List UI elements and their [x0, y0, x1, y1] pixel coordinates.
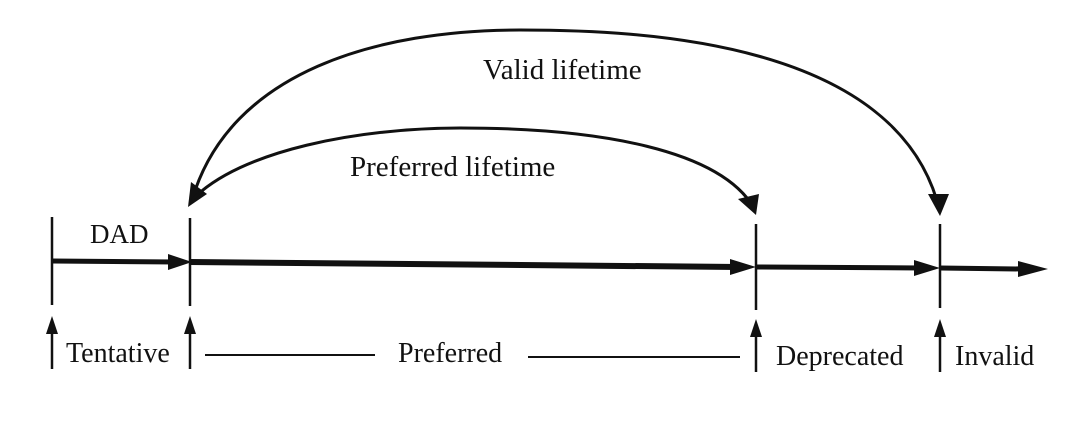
timeline-segment-preferred — [189, 259, 739, 270]
state-label-deprecated: Deprecated — [776, 341, 903, 372]
preferred-lifetime-arrowhead-right — [738, 194, 759, 215]
state-arrow-deprecated — [750, 319, 762, 372]
timeline-arrowhead-end — [1018, 261, 1048, 277]
state-arrow-preferred — [184, 316, 196, 369]
preferred-lifetime-arc — [190, 126, 756, 209]
timeline-segment-deprecated — [755, 264, 923, 271]
preferred-lifetime-label: Preferred lifetime — [350, 151, 555, 183]
state-arrow-tentative — [46, 316, 58, 369]
state-arrow-invalid — [934, 319, 946, 372]
state-label-preferred: Preferred — [398, 338, 502, 369]
timeline-segment-invalid — [939, 265, 1023, 272]
valid-lifetime-arrowhead-right — [928, 194, 949, 216]
dad-label: DAD — [90, 219, 149, 249]
timeline-arrowhead-dad — [168, 254, 192, 270]
timeline-segment-dad — [51, 258, 177, 265]
state-label-tentative: Tentative — [66, 338, 170, 369]
valid-lifetime-label: Valid lifetime — [483, 54, 642, 86]
state-label-invalid: Invalid — [955, 341, 1034, 372]
valid-lifetime-arc — [190, 28, 942, 213]
timeline-arrowhead-deprecated — [914, 260, 940, 276]
timeline-arrowhead-preferred — [730, 259, 756, 275]
